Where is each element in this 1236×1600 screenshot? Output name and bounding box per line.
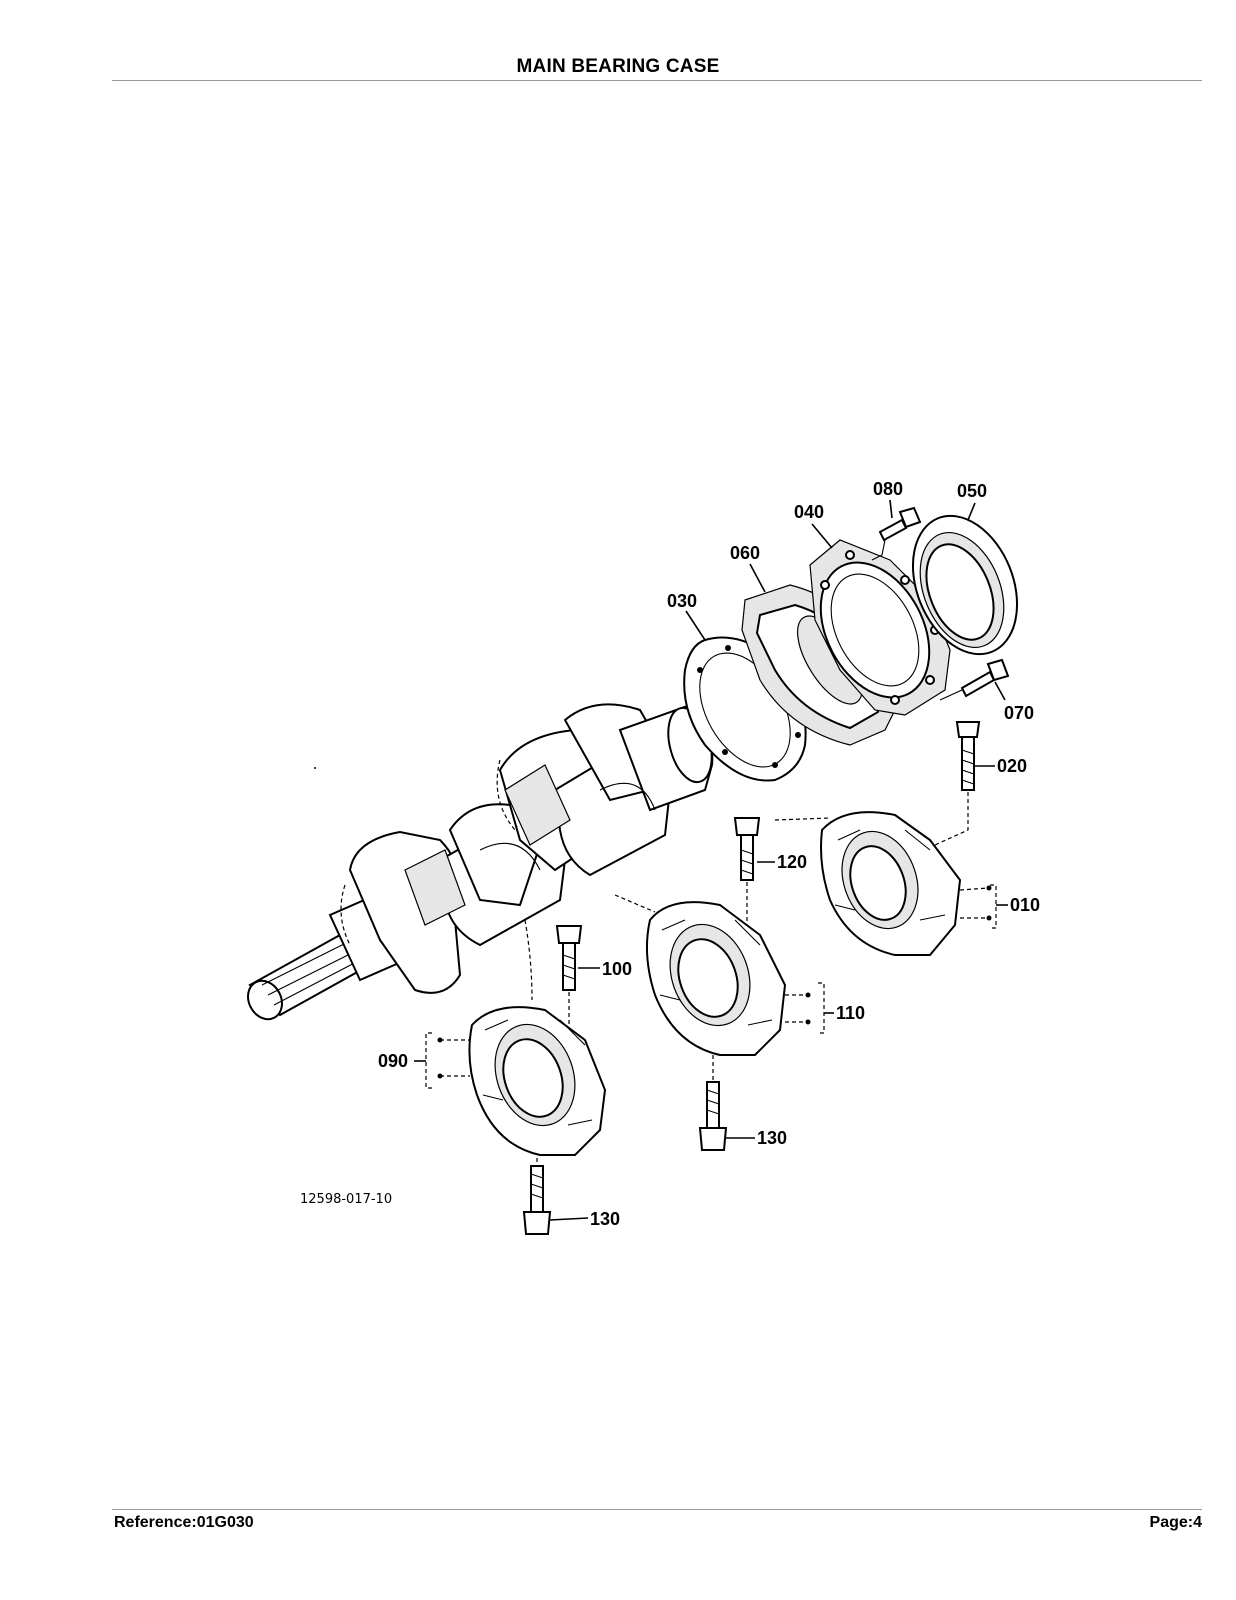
callout-050: 050	[957, 481, 987, 501]
oil-seal-050	[911, 514, 1019, 656]
callout-030: 030	[667, 591, 697, 611]
reference-label: Reference:01G030	[114, 1514, 254, 1531]
bearing-case-010	[774, 811, 962, 956]
callout-010: 010	[1010, 895, 1040, 915]
callout-130-upper: 130	[757, 1128, 787, 1148]
page-number: Page:4	[1149, 1514, 1202, 1531]
callout-090: 090	[378, 1051, 408, 1071]
callout-120: 120	[777, 852, 807, 872]
bolt-070	[939, 658, 1010, 701]
bolt-020	[934, 721, 981, 846]
seal-case-040	[809, 539, 951, 716]
bolt-080	[871, 506, 922, 561]
callout-130-lower: 130	[590, 1209, 620, 1229]
callout-020: 020	[997, 756, 1027, 776]
bearing-case-110	[614, 894, 787, 1056]
bearing-case-090	[468, 919, 607, 1156]
footer-rule	[112, 1509, 1202, 1510]
crankshaft	[247, 703, 714, 1021]
callout-060: 060	[730, 543, 760, 563]
callout-040: 040	[794, 502, 824, 522]
bolt-130-lower	[522, 1158, 552, 1235]
callout-070: 070	[1004, 703, 1034, 723]
bolt-120	[733, 817, 761, 930]
drawing-code: 12598-017-10	[300, 1192, 392, 1207]
bolt-100	[555, 925, 583, 1050]
bolt-130-upper	[698, 1055, 728, 1151]
callout-110: 110	[836, 1003, 865, 1023]
page-title: MAIN BEARING CASE	[516, 56, 720, 77]
leader-lines	[414, 499, 1008, 1221]
header-rule	[112, 80, 1202, 81]
callout-080: 080	[873, 479, 903, 499]
callout-100: 100	[602, 959, 632, 979]
